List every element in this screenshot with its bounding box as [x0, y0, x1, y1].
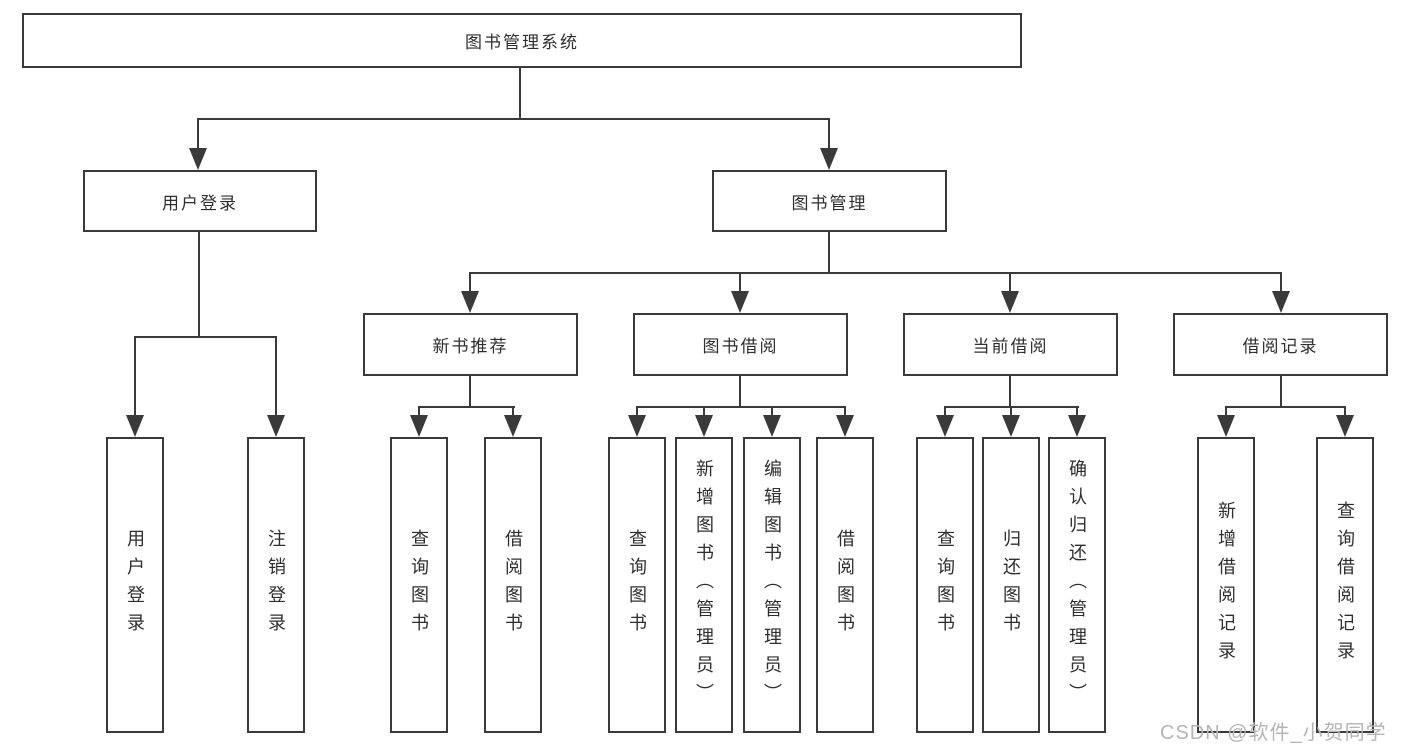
connector-vline	[198, 230, 200, 338]
connector-vline	[134, 336, 136, 417]
connector-vline	[1280, 272, 1282, 293]
node-borrow-records: 借阅记录	[1173, 313, 1388, 376]
arrow-down-icon	[1068, 415, 1086, 437]
arrow-down-icon	[1001, 291, 1019, 313]
leaf-add-borrow-record: 新增借阅记录	[1197, 437, 1255, 733]
connector-vline	[1344, 406, 1346, 417]
leaf-edit-book-admin: 编辑图书（管理员）	[743, 437, 801, 733]
leaf-query-books-current: 查询图书	[916, 437, 974, 733]
arrow-down-icon	[189, 148, 207, 170]
node-book-management: 图书管理	[712, 170, 947, 232]
connector-vline	[469, 374, 471, 407]
connector-vline	[1076, 406, 1078, 417]
connector-vline	[197, 118, 199, 150]
connector-vline	[1009, 272, 1011, 293]
connector-hline	[1225, 406, 1346, 408]
arrow-down-icon	[126, 415, 144, 437]
arrow-down-icon	[267, 415, 285, 437]
arrow-down-icon	[695, 415, 713, 437]
connector-vline	[275, 336, 277, 417]
arrow-down-icon	[410, 415, 428, 437]
connector-vline	[944, 406, 946, 417]
leaf-confirm-return-admin: 确认归还（管理员）	[1048, 437, 1106, 733]
node-book-borrow: 图书借阅	[633, 313, 848, 376]
watermark: CSDN @软件_小贺同学	[1160, 722, 1387, 744]
arrow-down-icon	[836, 415, 854, 437]
node-user-login: 用户登录	[83, 170, 317, 232]
connector-vline	[739, 272, 741, 293]
connector-hline	[469, 272, 1282, 274]
connector-hline	[636, 406, 846, 408]
leaf-add-book-admin: 新增图书（管理员）	[675, 437, 733, 733]
node-new-book-recommend: 新书推荐	[363, 313, 578, 376]
node-current-borrow: 当前借阅	[903, 313, 1118, 376]
connector-hline	[134, 336, 277, 338]
arrow-down-icon	[731, 291, 749, 313]
leaf-query-books-recommend: 查询图书	[390, 437, 448, 733]
connector-vline	[739, 374, 741, 407]
arrow-down-icon	[628, 415, 646, 437]
leaf-user-login: 用户登录	[106, 437, 164, 733]
arrow-down-icon	[1002, 415, 1020, 437]
connector-hline	[197, 118, 830, 120]
connector-vline	[771, 406, 773, 417]
arrow-down-icon	[1336, 415, 1354, 437]
leaf-borrow-books-recommend: 借阅图书	[484, 437, 542, 733]
arrow-down-icon	[936, 415, 954, 437]
node-root: 图书管理系统	[22, 13, 1022, 68]
arrow-down-icon	[461, 291, 479, 313]
connector-vline	[519, 68, 521, 119]
leaf-logout: 注销登录	[247, 437, 305, 733]
arrow-down-icon	[763, 415, 781, 437]
leaf-query-books-borrow: 查询图书	[608, 437, 666, 733]
connector-vline	[703, 406, 705, 417]
connector-vline	[1280, 374, 1282, 407]
connector-vline	[1225, 406, 1227, 417]
leaf-borrow-books-borrow: 借阅图书	[816, 437, 874, 733]
arrow-down-icon	[1217, 415, 1235, 437]
connector-vline	[828, 118, 830, 150]
leaf-return-books: 归还图书	[982, 437, 1040, 733]
connector-vline	[636, 406, 638, 417]
arrow-down-icon	[504, 415, 522, 437]
arrow-down-icon	[1272, 291, 1290, 313]
connector-vline	[1009, 374, 1011, 407]
connector-hline	[418, 406, 515, 408]
arrow-down-icon	[820, 148, 838, 170]
connector-vline	[469, 272, 471, 293]
connector-vline	[828, 230, 830, 274]
connector-vline	[844, 406, 846, 417]
connector-vline	[418, 406, 420, 417]
connector-vline	[1010, 406, 1012, 417]
connector-vline	[512, 406, 514, 417]
leaf-query-borrow-record: 查询借阅记录	[1316, 437, 1374, 733]
